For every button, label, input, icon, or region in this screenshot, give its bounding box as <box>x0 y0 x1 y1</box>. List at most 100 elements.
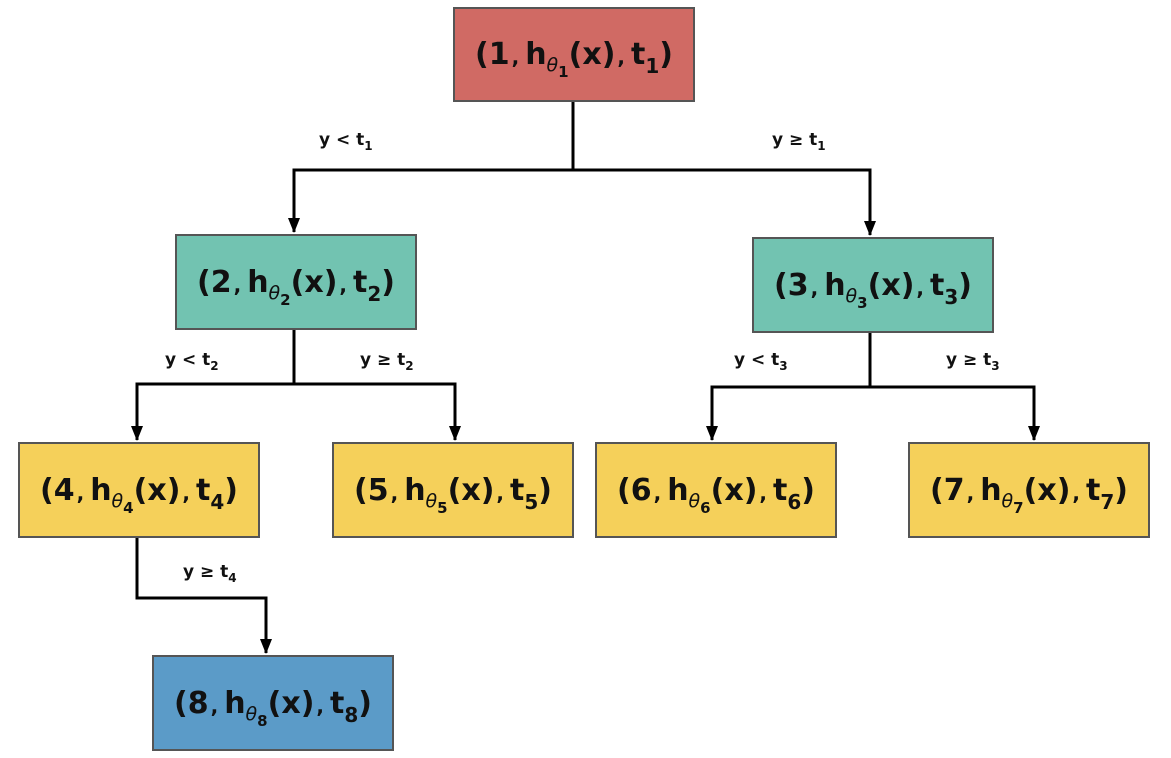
theta-index: 6 <box>700 498 711 517</box>
input-symbol: x <box>582 37 602 72</box>
hypothesis-symbol: h <box>525 37 547 72</box>
edge-1-2 <box>292 102 575 232</box>
edge-condition-index: 4 <box>228 571 237 585</box>
edge-condition: y < t <box>319 130 365 150</box>
node-id: 8 <box>187 685 209 721</box>
edge-2-5 <box>294 382 457 440</box>
node-id: 7 <box>943 472 965 508</box>
edge-3-6 <box>710 333 872 440</box>
node-id: 5 <box>367 472 389 508</box>
edge-4-8 <box>135 538 268 653</box>
theta-index: 5 <box>437 498 448 517</box>
threshold-symbol: t <box>631 37 646 72</box>
threshold-index: 8 <box>344 702 359 727</box>
theta-index: 3 <box>857 293 868 312</box>
edge-label-3-7: y ≥ t3 <box>946 350 1000 373</box>
edge-condition-index: 1 <box>817 139 826 153</box>
edge-label-4-8: y ≥ t4 <box>183 562 237 585</box>
node-id: 6 <box>630 472 652 508</box>
theta-index: 1 <box>558 63 569 81</box>
theta-symbol: θ <box>688 489 701 512</box>
threshold-index: 4 <box>210 489 225 514</box>
threshold-index: 2 <box>367 281 382 306</box>
threshold-symbol: t <box>196 472 211 508</box>
edge-condition-index: 3 <box>779 359 788 373</box>
edge-condition-index: 1 <box>364 139 373 153</box>
threshold-symbol: t <box>330 685 345 721</box>
input-symbol: x <box>147 472 167 508</box>
edge-condition: y < t <box>165 350 211 370</box>
node-id: 2 <box>210 264 232 300</box>
threshold-symbol: t <box>353 264 368 300</box>
threshold-symbol: t <box>930 267 945 303</box>
input-symbol: x <box>281 685 301 721</box>
edge-label-1-2: y < t1 <box>319 130 373 153</box>
edge-3-7 <box>870 385 1036 440</box>
node-id: 1 <box>488 37 510 72</box>
edge-2-4 <box>135 330 296 440</box>
hypothesis-symbol: h <box>824 267 846 303</box>
theta-symbol: θ <box>845 284 858 307</box>
node-id: 3 <box>787 267 809 303</box>
edge-condition-index: 3 <box>991 359 1000 373</box>
node-id: 4 <box>53 472 75 508</box>
theta-symbol: θ <box>268 281 281 304</box>
threshold-symbol: t <box>1086 472 1101 508</box>
theta-index: 8 <box>257 711 268 730</box>
edge-condition: y ≥ t <box>772 130 818 150</box>
hypothesis-symbol: h <box>667 472 689 508</box>
hypothesis-symbol: h <box>980 472 1002 508</box>
edge-label-2-5: y ≥ t2 <box>360 350 414 373</box>
edge-condition: y ≥ t <box>183 562 229 582</box>
hypothesis-symbol: h <box>224 685 246 721</box>
input-symbol: x <box>1037 472 1057 508</box>
hypothesis-symbol: h <box>404 472 426 508</box>
threshold-symbol: t <box>773 472 788 508</box>
threshold-index: 7 <box>1100 489 1115 514</box>
edge-label-3-6: y < t3 <box>734 350 788 373</box>
edge-1-3 <box>573 168 872 235</box>
theta-index: 2 <box>280 290 291 309</box>
edge-condition-index: 2 <box>210 359 219 373</box>
edge-condition: y ≥ t <box>946 350 992 370</box>
threshold-index: 3 <box>944 284 959 309</box>
edge-label-2-4: y < t2 <box>165 350 219 373</box>
hypothesis-symbol: h <box>90 472 112 508</box>
threshold-index: 5 <box>524 489 539 514</box>
threshold-index: 6 <box>787 489 802 514</box>
edge-condition: y < t <box>734 350 780 370</box>
theta-symbol: θ <box>546 54 559 76</box>
edge-condition: y ≥ t <box>360 350 406 370</box>
theta-symbol: θ <box>425 489 438 512</box>
input-symbol: x <box>304 264 324 300</box>
theta-symbol: θ <box>245 702 258 725</box>
edge-condition-index: 2 <box>405 359 414 373</box>
hypothesis-symbol: h <box>247 264 269 300</box>
theta-index: 4 <box>123 498 134 517</box>
input-symbol: x <box>724 472 744 508</box>
input-symbol: x <box>461 472 481 508</box>
threshold-symbol: t <box>510 472 525 508</box>
theta-symbol: θ <box>1001 489 1014 512</box>
edge-label-1-3: y ≥ t1 <box>772 130 826 153</box>
input-symbol: x <box>881 267 901 303</box>
threshold-index: 1 <box>645 54 660 78</box>
theta-index: 7 <box>1013 498 1024 517</box>
